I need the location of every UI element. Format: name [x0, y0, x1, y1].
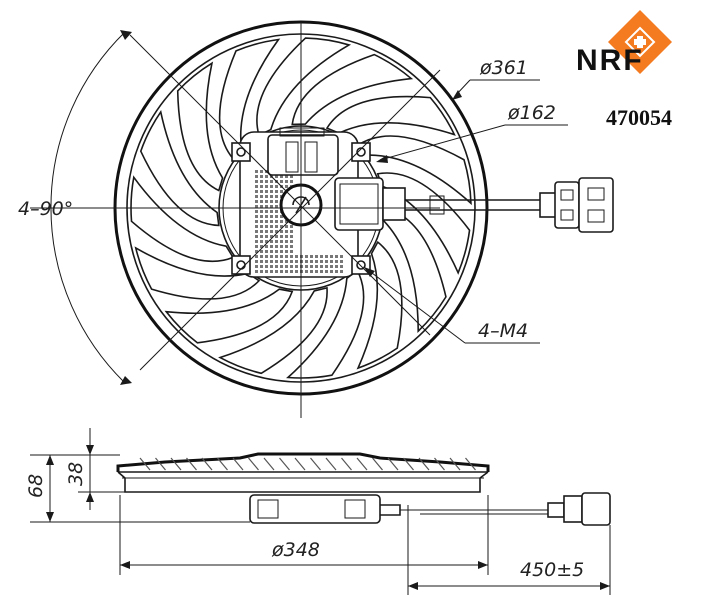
brand-name: NRF: [576, 44, 644, 77]
screw-bosses: [231, 142, 371, 275]
blade-edge: [294, 457, 306, 471]
plug-connector: [554, 177, 614, 233]
fan-blade: [383, 206, 447, 333]
blade-edge: [372, 457, 383, 471]
blade-edge: [434, 457, 445, 471]
blade-edge: [155, 457, 166, 471]
fan-blade: [139, 109, 220, 227]
fan-blade: [134, 246, 261, 300]
fan-blade: [325, 95, 456, 136]
nrf-logo: NRF: [576, 10, 672, 77]
blade-edge: [217, 457, 228, 471]
fan-blade: [218, 38, 281, 160]
top-view: 4–90° ø361 ø162 4–M4: [18, 20, 614, 418]
blade-edge: [279, 457, 290, 471]
fan-blade: [376, 172, 471, 275]
blade-edge: [403, 457, 414, 471]
blade-edge: [248, 457, 259, 471]
fan-blade: [356, 240, 403, 370]
blade-edge: [356, 457, 368, 471]
blade-edge: [465, 457, 476, 471]
blade-edge: [325, 457, 337, 471]
motor-connector: [334, 177, 384, 231]
blade-edge: [186, 457, 197, 471]
base-diameter-label: ø348: [271, 539, 320, 561]
height-total-label: 68: [25, 474, 47, 498]
motor-diameter-label: ø162: [507, 102, 556, 124]
blade-edge: [201, 457, 213, 471]
fan-blade: [164, 288, 294, 344]
blade-edge: [418, 457, 430, 471]
cable-length-label: 450±5: [520, 559, 584, 581]
blade-edge: [232, 457, 244, 471]
cable: [405, 192, 557, 218]
fan-blades: [130, 37, 472, 379]
height-blades-label: 38: [65, 462, 87, 486]
bolt-angle-label: 4–90°: [18, 198, 73, 220]
fan-blade: [286, 269, 365, 379]
blade-edge: [341, 457, 352, 471]
fan-blade: [218, 286, 328, 375]
fan-blade: [176, 61, 224, 192]
side-motor: [249, 494, 381, 524]
part-number: 470054: [606, 105, 672, 130]
blade-edge: [139, 457, 151, 471]
blade-edge: [449, 457, 461, 471]
blade-edge: [310, 457, 321, 471]
blade-edge: [170, 457, 182, 471]
fan-blade: [256, 37, 352, 137]
outer-diameter-label: ø361: [479, 57, 528, 79]
fan-blade: [355, 135, 472, 206]
side-view: 68 38 ø348 450±5: [25, 428, 611, 595]
blade-edge: [387, 457, 399, 471]
fan-blade: [130, 175, 235, 263]
blade-edge: [263, 457, 275, 471]
screw-label: 4–M4: [478, 320, 528, 342]
fan-blade: [291, 53, 414, 126]
